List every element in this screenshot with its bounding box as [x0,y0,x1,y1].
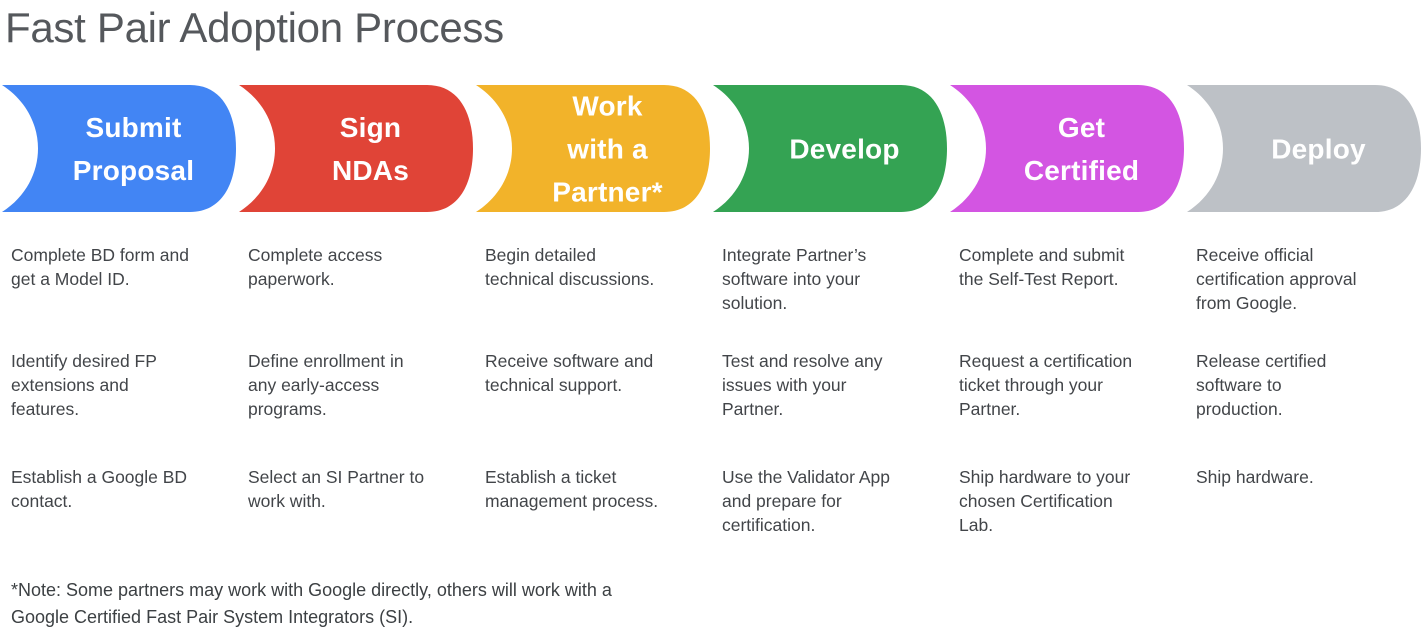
stage-pill-get-certified: Get Certified [948,85,1185,212]
stage-pill-deploy: Deploy [1185,85,1422,212]
stage-label: Deploy [1271,133,1366,164]
stage-shape-arrow [476,85,710,212]
stage-label: Submit Proposal [72,111,195,186]
step-text: Ship hardware. [1196,467,1314,487]
stage-shape-arrow [950,85,1184,212]
step-text: Integrate Partner’s software into your s… [722,245,867,314]
step-text: Ship hardware to your chosen Certificati… [959,467,1131,536]
step-text: Release certified software to production… [1196,351,1327,420]
stage-label: Develop [789,133,900,164]
step-text: Request a certification ticket through y… [959,351,1133,420]
footnote: *Note: Some partners may work with Googl… [11,580,612,627]
step-text: Receive official certification approval … [1196,245,1357,314]
step-text: Complete and submit the Self-Test Report… [959,245,1125,290]
stage-label: Sign NDAs [331,111,410,186]
process-stages-row: Submit Proposal Sign NDAs Work with a Pa… [0,85,1422,212]
stage-pill-develop: Develop [711,85,948,212]
stage-pill-submit-proposal: Submit Proposal [0,85,237,212]
step-text: Complete access paperwork. [248,245,383,290]
page-title: Fast Pair Adoption Process [5,4,504,51]
stage-label: Get Certified [1023,111,1140,186]
step-text: Receive software and technical support. [485,351,654,396]
stage-shape-arrow [2,85,236,212]
step-text: Define enrollment in any early-access pr… [248,351,404,420]
stage-shape-arrow [239,85,473,212]
stage-shape-arrow [713,85,947,212]
step-text: Establish a ticket management process. [485,467,659,512]
stage-pill-sign-ndas: Sign NDAs [237,85,474,212]
step-text: Begin detailed technical discussions. [485,245,655,290]
step-text: Use the Validator App and prepare for ce… [722,467,890,536]
steps-row-3: Establish a Google BD contact. Select an… [0,465,1422,538]
steps-row-2: Identify desired FP extensions and featu… [0,349,1422,422]
step-text: Complete BD form and get a Model ID. [11,245,189,290]
stage-label: Work with a Partner* [552,90,663,207]
step-text: Establish a Google BD contact. [11,467,188,512]
step-text: Test and resolve any issues with your Pa… [722,351,883,420]
step-text: Select an SI Partner to work with. [248,467,425,512]
step-text: Identify desired FP extensions and featu… [11,351,157,420]
stage-pill-work-with-partner: Work with a Partner* [474,85,711,212]
steps-row-1: Complete BD form and get a Model ID. Com… [0,243,1422,316]
stage-shape-arrow [1187,85,1421,212]
